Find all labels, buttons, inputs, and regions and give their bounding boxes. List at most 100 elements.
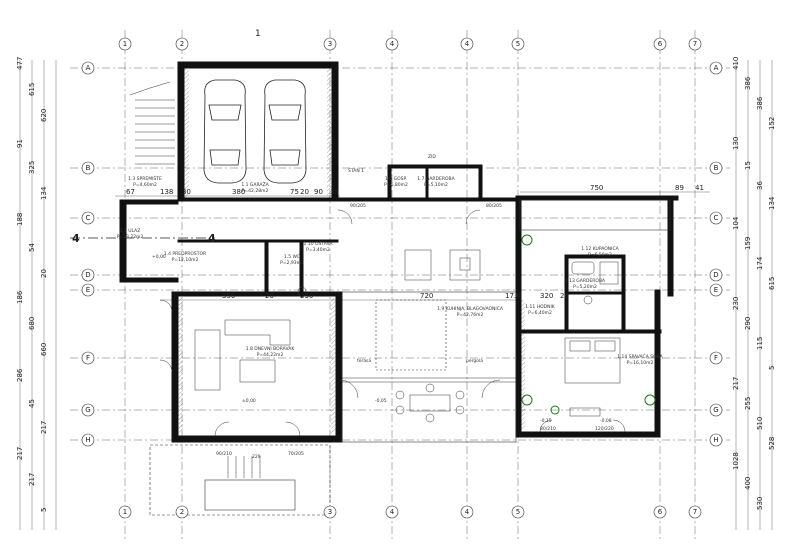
- room-area: P=42,76m2: [457, 312, 484, 318]
- dimension-text: 400: [744, 477, 752, 490]
- grid-bubble-column: [653, 505, 667, 519]
- grid-bubble-column-label: 7: [693, 40, 697, 48]
- section-mark-left: 4: [72, 232, 80, 245]
- grid-bubble-column-label: 5: [516, 40, 520, 48]
- dimension-text: 615: [28, 83, 36, 96]
- grid-bubble-row: [709, 283, 723, 297]
- grid-bubble-column: [118, 37, 132, 51]
- dimension-text: 115: [756, 337, 764, 350]
- dimension-text: 67: [126, 188, 135, 196]
- grid-bubble-row-label: B: [86, 164, 91, 172]
- grid-bubble-column-label: 4: [465, 40, 470, 48]
- level-mark: -0,05: [375, 398, 387, 404]
- dimension-text: 188: [16, 213, 24, 226]
- room-name: 1.11 HODNIK: [525, 304, 556, 310]
- stair-label: STAN 1: [348, 168, 364, 174]
- grid-bubble-row: [709, 403, 723, 417]
- room-area: P=5,20m2: [573, 284, 597, 290]
- dimension-text: 620: [40, 109, 48, 122]
- grid-bubble-row: [81, 433, 95, 447]
- room-name: 1.6 GOSP.: [385, 176, 407, 182]
- door-tag: 70/205: [288, 451, 304, 457]
- grid-bubble-column: [653, 37, 667, 51]
- grid-bubble-column-label: 2: [180, 508, 184, 516]
- grid-bubble-row-label: A: [86, 64, 91, 72]
- grid-bubble-column: [511, 505, 525, 519]
- dimension-text: 530: [756, 497, 764, 510]
- grid-bubble-row-label: C: [86, 214, 91, 222]
- grid-bubble-column-label: 6: [658, 508, 663, 516]
- grid-bubble-column: [460, 505, 474, 519]
- room-area: P=3,40m2: [306, 247, 330, 253]
- dimension-text: 380: [232, 188, 245, 196]
- dimension-text: 477: [16, 57, 24, 70]
- grid-bubble-column-label: 1: [123, 508, 127, 516]
- grid-bubble-column: [385, 37, 399, 51]
- dimension-text: 90: [314, 188, 323, 196]
- room-name: 1.8 DNEVNI BORAVAK: [246, 346, 296, 352]
- dimension-text: 134: [40, 186, 48, 200]
- dimension-text: 660: [40, 343, 48, 356]
- dimension-text: 217: [28, 473, 36, 486]
- grid-bubble-column-label: 6: [658, 40, 663, 48]
- dimension-text: 217: [40, 421, 48, 434]
- grid-bubble-row: [81, 283, 95, 297]
- dimension-text: 350: [222, 292, 235, 300]
- grid-bubble-row: [709, 161, 723, 175]
- room-area: P=6,80m2: [384, 182, 408, 188]
- grid-bubble-row: [81, 61, 95, 75]
- door-tag: 229: [252, 454, 261, 460]
- dimension-text: 130: [732, 137, 740, 150]
- dimension-text: 217: [16, 447, 24, 460]
- room-area: P=42,28m2: [242, 188, 269, 194]
- room-name: 1.14 SPAVAĆA SOBA: [617, 353, 663, 360]
- dimension-text: 720: [420, 292, 433, 300]
- grid-bubble-column: [511, 37, 525, 51]
- dimension-text: 286: [16, 368, 24, 382]
- grid-bubble-row-label: E: [86, 286, 90, 294]
- grid-bubble-row-label: G: [713, 406, 718, 414]
- grid-bubble-column-label: 1: [123, 40, 127, 48]
- grid-bubble-column: [175, 37, 189, 51]
- grid-bubble-column-label: 4: [390, 40, 395, 48]
- room-name: 1.10 OSTAVA: [304, 241, 334, 247]
- dimension-text: 152: [768, 117, 776, 130]
- exterior-walls: [119, 61, 679, 443]
- dimension-text: 410: [732, 57, 740, 70]
- grid-bubble-row-label: H: [713, 436, 718, 444]
- grid-bubble-row-label: G: [85, 406, 90, 414]
- room-area: P=5,10m2: [424, 182, 448, 188]
- grid-bubble-column: [323, 505, 337, 519]
- level-mark: -0,08: [600, 418, 612, 424]
- car-icon: [203, 79, 247, 184]
- terrace-outline: [149, 199, 671, 516]
- section-mark-right: 4: [208, 232, 216, 245]
- dimension-text: 54: [28, 243, 36, 252]
- grid-bubble-row: [81, 211, 95, 225]
- zid-label: ZID: [428, 154, 436, 160]
- grid-bubble-column: [118, 505, 132, 519]
- grid-bubble-row: [709, 61, 723, 75]
- grid-bubble-column: [688, 37, 702, 51]
- door-tag: 90/205: [350, 203, 366, 209]
- door-tag: 80/205: [486, 203, 502, 209]
- dimension-text: 386: [744, 76, 752, 90]
- grid-bubble-column-label: 3: [328, 40, 332, 48]
- exterior-stair: [129, 81, 261, 478]
- level-mark: -0,15: [540, 418, 552, 424]
- car-icon: [263, 79, 307, 184]
- grid-bubble-column: [460, 37, 474, 51]
- pergola-label: pergola: [466, 358, 483, 364]
- room-name: 1.2 ULAZ: [120, 228, 141, 234]
- level-mark: ±0,00: [242, 398, 256, 404]
- grid-bubble-row: [709, 351, 723, 365]
- grid-bubble-column: [688, 505, 702, 519]
- dimension-text: 89: [675, 184, 684, 192]
- grid-bubble-row-label: F: [714, 354, 718, 362]
- dimension-text: 91: [16, 139, 24, 148]
- dimension-text: 386: [756, 96, 764, 110]
- dimension-text: 5: [768, 366, 776, 370]
- grid-bubble-column-label: 2: [180, 40, 184, 48]
- grid-bubble-column-label: 7: [693, 508, 697, 516]
